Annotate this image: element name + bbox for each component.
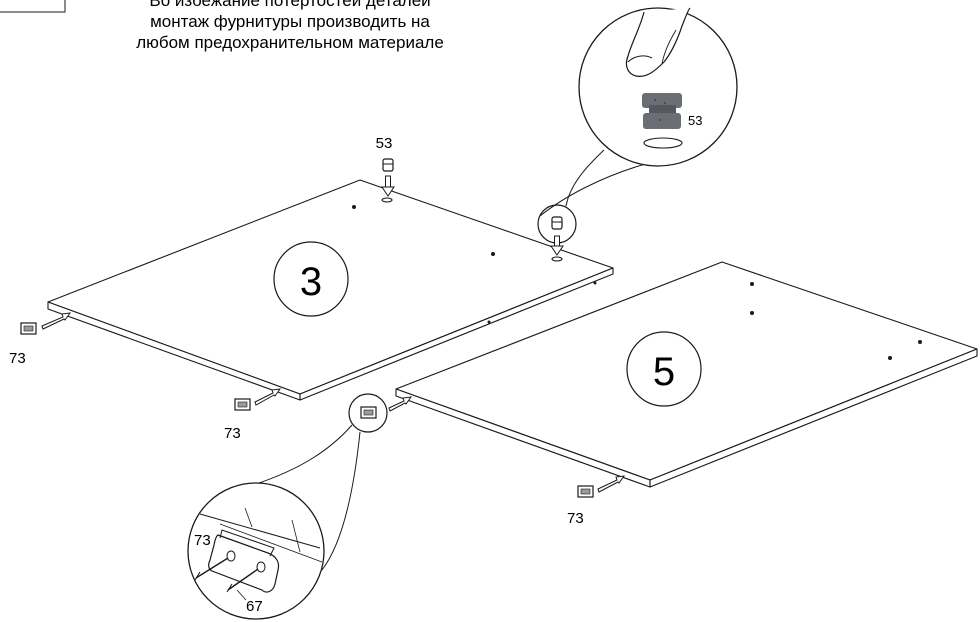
cam-fitting-corner <box>537 204 577 256</box>
zoom-bubble <box>578 7 738 167</box>
bracket-label: 73 <box>9 350 26 367</box>
zoom-connector <box>565 149 605 207</box>
bracket-73-panel3: 73 <box>224 388 282 442</box>
panel-3-hole <box>491 252 495 256</box>
bracket-73-panel5: 73 <box>567 475 626 527</box>
bracket-label: 73 <box>224 425 241 442</box>
finger-icon <box>625 7 691 77</box>
bracket-73-zoom-source <box>348 393 413 433</box>
instruction-line-2: монтаж фурнитуры производить на <box>150 12 430 31</box>
bracket-enlarged-icon <box>208 534 280 593</box>
arrow-down-icon <box>385 175 391 189</box>
panel-5-hole <box>750 282 754 286</box>
panel-3-hole <box>487 320 491 324</box>
zoom-connector <box>321 431 361 571</box>
panel-3-cam-hole <box>551 256 563 262</box>
panel-5-number-circle <box>626 331 702 407</box>
zoom-connector <box>539 159 661 217</box>
panel-3-number: 3 <box>300 260 322 304</box>
panel-5-side-edge <box>649 348 978 488</box>
screw-label: 67 <box>246 598 263 615</box>
zoom-connector <box>249 424 353 487</box>
panel-3-hole <box>352 205 356 209</box>
zoom-bubble-bracket: 73 67 <box>187 482 325 620</box>
cam-fitting-enlarged-icon <box>642 93 682 108</box>
panel-3-hole <box>593 281 597 285</box>
panel-3-badge: 3 <box>273 241 349 317</box>
panel-5-hole <box>750 311 754 315</box>
panel-5-badge: 5 <box>626 331 702 407</box>
arrow-icon <box>388 396 413 412</box>
zoom-bubble-cam-fitting: 53 <box>578 7 738 167</box>
screw-icon <box>227 568 259 591</box>
cam-fitting-icon <box>382 158 394 172</box>
arrow-icon <box>254 388 282 406</box>
arrow-icon <box>41 312 72 330</box>
arrow-down-icon <box>554 235 560 248</box>
panel-3-cam-hole <box>381 197 393 203</box>
arrow-icon <box>597 475 626 493</box>
bracket-label: 73 <box>567 510 584 527</box>
panel-5-hole <box>888 356 892 360</box>
screw-icon <box>195 557 229 579</box>
panel-3-side-edge <box>299 267 614 401</box>
cam-fitting-53: 53 <box>376 135 395 197</box>
panel-3-number-circle <box>273 241 349 317</box>
cam-hole-enlarged <box>643 137 683 149</box>
bracket-73-left: 73 <box>9 312 72 367</box>
panel-5-hole <box>918 340 922 344</box>
instruction-line-1: Во избежание потертостей деталей <box>149 0 431 10</box>
panel-5-number: 5 <box>653 350 675 394</box>
cam-fitting-icon <box>551 216 563 230</box>
corner-frame <box>0 0 66 13</box>
bracket-enlarged-label: 73 <box>194 532 211 549</box>
instruction-note: Во избежание потертостей деталей монтаж … <box>90 0 490 53</box>
cam-fitting-label: 53 <box>376 135 393 152</box>
cam-fitting-enlarged-label: 53 <box>688 113 702 128</box>
instruction-line-3: любом предохранительном материале <box>136 33 444 52</box>
